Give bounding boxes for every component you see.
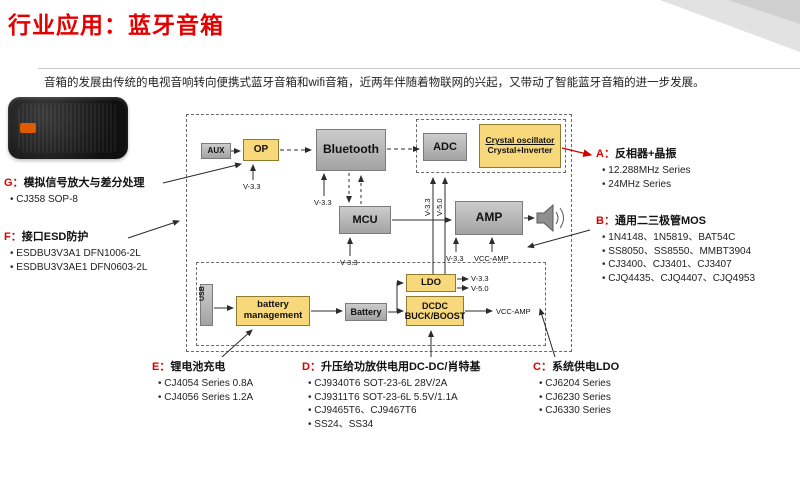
v50-label-ldo-out: V-5.0 <box>471 284 489 293</box>
part-item: CJ6204 Series <box>539 377 663 391</box>
header-divider <box>38 68 800 69</box>
section-a: A：反相器+晶振 12.288MHz Series 24MHz Series <box>596 145 766 191</box>
power-section-boundary <box>196 262 546 346</box>
crystal-line2: Crystal+Inverter <box>487 145 553 155</box>
section-c-title: C：系统供电LDO <box>533 361 620 373</box>
block-mcu: MCU <box>339 206 391 234</box>
part-item: CJ4054 Series 0.8A <box>158 377 297 391</box>
vccamp-label-dcdc-out: VCC-AMP <box>496 307 531 316</box>
part-item: CJ9311T6 SOT-23-6L 5.5V/1.1A <box>308 391 527 405</box>
part-item: ESDBU3V3AE1 DFN0603-2L <box>10 261 184 275</box>
part-item: 24MHz Series <box>602 178 766 192</box>
description-text: 音箱的发展由传统的电视音响转向便携式蓝牙音箱和wifi音箱，近两年伴随着物联网的… <box>44 77 705 89</box>
part-item: CJ9465T6、CJ9467T6 <box>308 404 527 418</box>
bluetooth-speaker-product-image <box>8 97 128 159</box>
v33-label-bluetooth: V-3.3 <box>314 198 332 207</box>
block-aux: AUX <box>201 143 231 159</box>
block-op: OP <box>243 139 279 161</box>
block-amp: AMP <box>455 201 523 235</box>
v33-label-amp: V-3.3 <box>446 254 464 263</box>
part-item: CJ6330 Series <box>539 404 663 418</box>
part-item: SS8050、SS8550、MMBT3904 <box>602 245 796 259</box>
section-f-title: F：接口ESD防护 <box>4 231 89 243</box>
part-item: CJ3400、CJ3401、CJ3407 <box>602 258 796 272</box>
block-crystal-oscillator: Crystal oscillator Crystal+Inverter <box>479 124 561 168</box>
section-e-title: E：锂电池充电 <box>152 361 226 373</box>
part-item: 1N4148、1N5819、BAT54C <box>602 231 796 245</box>
part-item: SS24、SS34 <box>308 418 527 432</box>
v33-label-ldo-out: V-3.3 <box>471 274 489 283</box>
part-item: ESDBU3V3A1 DFN1006-2L <box>10 247 184 261</box>
block-usb-connector: USB <box>199 284 213 326</box>
section-b-title: B：通用二三极管MOS <box>596 215 707 227</box>
part-item: 12.288MHz Series <box>602 164 766 178</box>
block-adc: ADC <box>423 133 467 161</box>
vccamp-label-amp: VCC-AMP <box>474 254 509 263</box>
section-g: G：模拟信号放大与差分处理 CJ358 SOP-8 <box>4 174 184 207</box>
section-g-title: G：模拟信号放大与差分处理 <box>4 177 145 189</box>
section-d-title: D：升压给功放供电用DC-DC/肖特基 <box>302 361 481 373</box>
block-dcdc-buck-boost: DCDC BUCK/BOOST <box>404 296 466 326</box>
section-f: F：接口ESD防护 ESDBU3V3A1 DFN1006-2L ESDBU3V3… <box>4 228 184 274</box>
dcdc-line1: DCDC <box>422 300 448 311</box>
block-bluetooth: Bluetooth <box>316 129 386 171</box>
v50-label-vertical: V-5.0 <box>435 198 444 216</box>
part-item: CJ358 SOP-8 <box>10 193 184 207</box>
part-item: CJ4056 Series 1.2A <box>158 391 297 405</box>
section-a-title: A：反相器+晶振 <box>596 148 677 160</box>
dcdc-line2: BUCK/BOOST <box>404 311 466 321</box>
v33-label-vertical: V-3.3 <box>423 198 432 216</box>
section-d: D：升压给功放供电用DC-DC/肖特基 CJ9340T6 SOT-23-6L 2… <box>302 358 527 431</box>
block-battery-management: battery management <box>236 296 310 326</box>
section-c: C：系统供电LDO CJ6204 Series CJ6230 Series CJ… <box>533 358 663 418</box>
section-e: E：锂电池充电 CJ4054 Series 0.8A CJ4056 Series… <box>152 358 297 404</box>
block-ldo: LDO <box>406 274 456 292</box>
part-item: CJ9340T6 SOT-23-6L 28V/2A <box>308 377 527 391</box>
v33-label-mcu: V-3.3 <box>340 258 358 267</box>
block-battery: Battery <box>345 303 387 321</box>
v33-label-op: V-3.3 <box>243 182 261 191</box>
section-b: B：通用二三极管MOS 1N4148、1N5819、BAT54C SS8050、… <box>596 212 796 285</box>
speaker-logo-badge <box>20 123 36 133</box>
part-item: CJQ4435、CJQ4407、CJQ4953 <box>602 272 796 286</box>
crystal-line1: Crystal oscillator <box>485 135 555 146</box>
page-title: 行业应用：蓝牙音箱 <box>8 12 224 38</box>
part-item: CJ6230 Series <box>539 391 663 405</box>
